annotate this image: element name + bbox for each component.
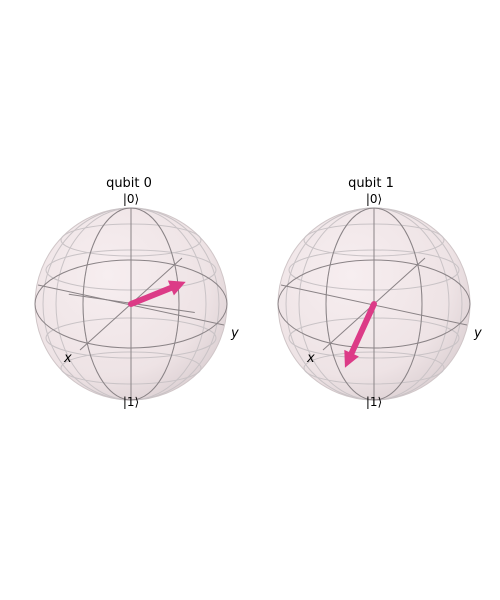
ket-zero-label: |0⟩ [123, 192, 139, 206]
sphere-title: qubit 1 [348, 176, 394, 191]
bloch-sphere-qubit-0: qubit 0 |0⟩ x y |1⟩ [34, 176, 239, 409]
ket-one-label: |1⟩ [366, 395, 382, 409]
state-vector [128, 280, 186, 307]
ket-one-label: |1⟩ [123, 395, 139, 409]
bloch-sphere-qubit-1: qubit 1 |0⟩ x y |1⟩ [277, 176, 482, 409]
ket-zero-label: |0⟩ [366, 192, 382, 206]
y-axis-label: y [230, 326, 239, 341]
y-axis-label: y [473, 326, 482, 341]
x-axis-label: x [63, 351, 72, 366]
x-axis-label: x [306, 351, 315, 366]
state-vector [344, 301, 377, 368]
sphere-title: qubit 0 [106, 176, 152, 191]
